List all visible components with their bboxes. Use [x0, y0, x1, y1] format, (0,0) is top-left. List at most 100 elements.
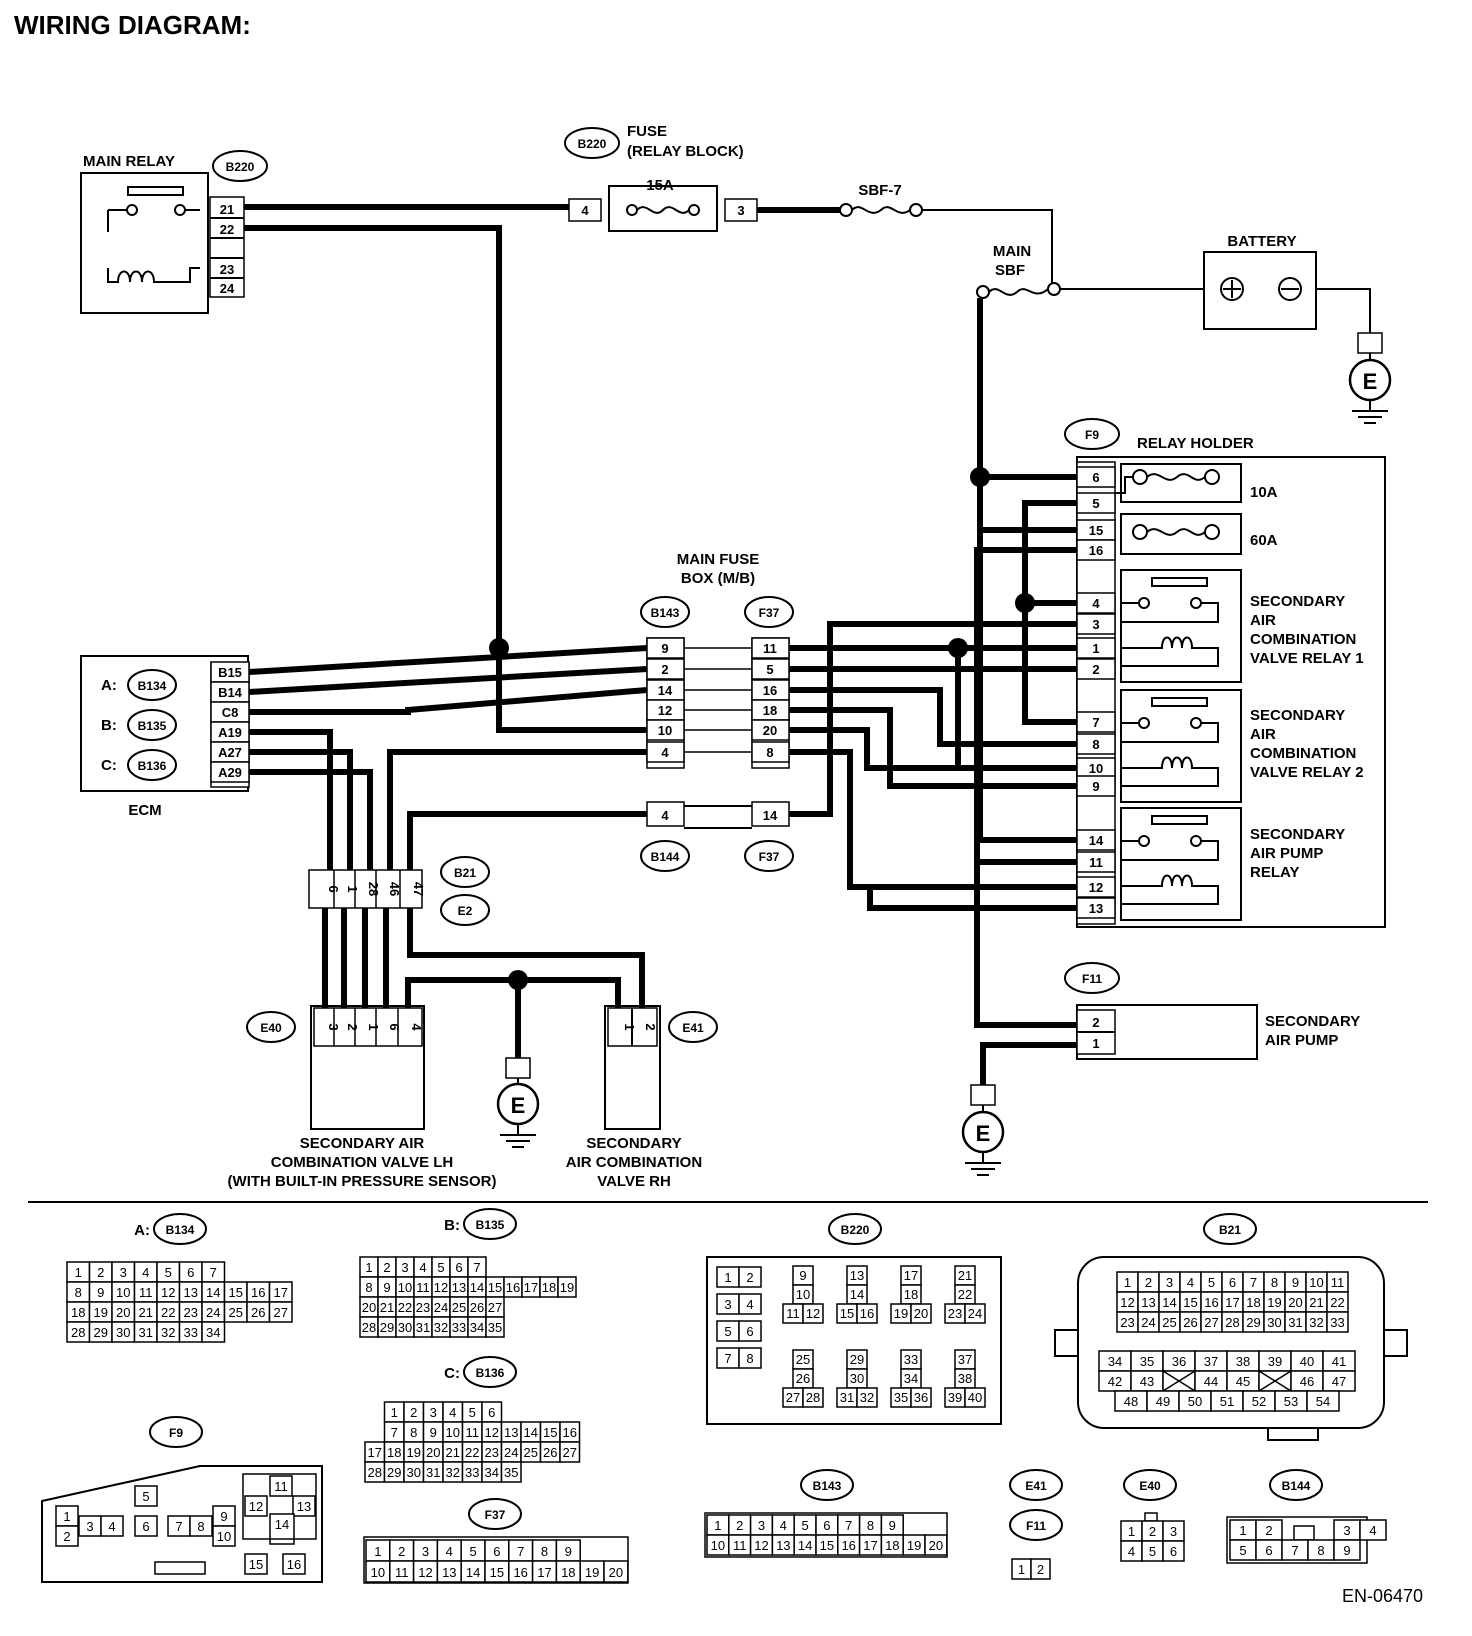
wire-sbf7-mainsbf: [922, 209, 1053, 283]
b135-pin-20: 20: [362, 1300, 376, 1315]
b21-pin-9: 9: [1292, 1275, 1299, 1290]
sbf-7-label: SBF-7: [858, 182, 901, 199]
connector-b144-label: B144: [651, 850, 680, 864]
pin-f9-9: 9: [1092, 779, 1099, 794]
pin-e40-6: 6: [387, 1023, 402, 1030]
pin-f9-5: 5: [1092, 496, 1099, 511]
f37-pin-14: 14: [466, 1565, 480, 1580]
f9-face-pin-11: 11: [274, 1479, 288, 1494]
b135-cell: [557, 1276, 577, 1298]
air-pump-label-line-1: SECONDARY: [1265, 1013, 1360, 1030]
b134-pin-15: 15: [229, 1285, 243, 1300]
pin-ecm-C8: C8: [222, 705, 239, 720]
connector-tag-b144: [640, 840, 690, 872]
b21-pin-43: 43: [1140, 1374, 1154, 1389]
b135-pin-32: 32: [434, 1320, 448, 1335]
ecm-prefix-c: C:: [101, 757, 117, 774]
b134-pin-6: 6: [187, 1265, 194, 1280]
pump-relay-label: SECONDARY AIR PUMP RELAY: [1250, 826, 1345, 881]
b220-pin-35: 35: [894, 1390, 908, 1405]
b135-pin-10: 10: [398, 1280, 412, 1295]
relay2-label-line-4: VALVE RELAY 2: [1250, 764, 1364, 781]
b143-pin-12: 12: [754, 1538, 768, 1553]
b134-pin-29: 29: [94, 1325, 108, 1340]
b134-pin-33: 33: [184, 1325, 198, 1340]
f9-face-pin-3: 3: [86, 1519, 93, 1534]
b134-pin-3: 3: [120, 1265, 127, 1280]
main-fuse-box-lower: 4 14: [646, 801, 790, 829]
b136-pin-16: 16: [563, 1425, 577, 1440]
wire-f11-1-ground: [980, 1042, 1077, 1085]
connector-b143-label: B143: [651, 606, 680, 620]
b220-pin-40: 40: [968, 1390, 982, 1405]
pin-f37-16: 16: [763, 683, 777, 698]
b143-pin-19: 19: [907, 1538, 921, 1553]
b220-pin-5: 5: [724, 1324, 731, 1339]
b135-pin-17: 17: [524, 1280, 538, 1295]
b21-pin-51: 51: [1220, 1394, 1234, 1409]
b220-pin-28: 28: [806, 1390, 820, 1405]
b134-pin-9: 9: [97, 1285, 104, 1300]
b144-pin-2: 2: [1265, 1523, 1272, 1538]
pin-f37-5: 5: [766, 662, 773, 677]
connector-e40-label: E40: [260, 1021, 282, 1035]
b135-pin-1: 1: [365, 1260, 372, 1275]
wire-b144-4: [407, 811, 647, 870]
b220-pin-20: 20: [914, 1306, 928, 1321]
pin-f9-10: 10: [1089, 761, 1103, 776]
holder-relay2: [1120, 689, 1242, 803]
wire-mainsbf-trunk: [977, 298, 1077, 843]
pin-b143-2: 2: [661, 662, 668, 677]
b220-pin-32: 32: [860, 1390, 874, 1405]
b220-pin-26: 26: [796, 1371, 810, 1386]
b134-pin-19: 19: [94, 1305, 108, 1320]
connector-tag-e40: [246, 1011, 296, 1043]
b220-pin-24: 24: [968, 1306, 982, 1321]
f9-face-pin-5: 5: [142, 1489, 149, 1504]
b134-pin-10: 10: [116, 1285, 130, 1300]
b144-pin-5: 5: [1239, 1543, 1246, 1558]
b220-pin-25: 25: [796, 1352, 810, 1367]
main-fuse-box-label-1: MAIN FUSE: [677, 551, 760, 568]
b136-pin-6: 6: [488, 1405, 495, 1420]
wire-b143-4: [387, 749, 647, 870]
b135-pin-13: 13: [452, 1280, 466, 1295]
connector-tag-b220-fuse: [564, 127, 620, 159]
pin-b143-14: 14: [658, 683, 673, 698]
fuse-10a-label: 10A: [1250, 484, 1278, 501]
face-tag-label-f9: F9: [169, 1426, 183, 1440]
face-tag-b135: [463, 1208, 517, 1240]
relay2-label: SECONDARY AIR COMBINATION VALVE RELAY 2: [1250, 707, 1364, 781]
relay2-label-line-1: SECONDARY: [1250, 707, 1345, 724]
b220-pin-29: 29: [850, 1352, 864, 1367]
b135-pin-23: 23: [416, 1300, 430, 1315]
b134-pin-11: 11: [139, 1285, 153, 1300]
f37-pin-9: 9: [565, 1544, 572, 1559]
pin-b220-24: 24: [220, 281, 235, 296]
connector-b21-label: B21: [454, 866, 476, 880]
pin-fuse-4: 4: [581, 203, 589, 218]
b136-pin-21: 21: [446, 1445, 460, 1460]
b143-pin-14: 14: [798, 1538, 812, 1553]
b135-pin-4: 4: [419, 1260, 426, 1275]
e40-pin-1: 1: [1128, 1524, 1135, 1539]
pin-ecm-B15: B15: [218, 665, 242, 680]
b135-pin-22: 22: [398, 1300, 412, 1315]
b134-pin-28: 28: [71, 1325, 85, 1340]
b135-pin-9: 9: [383, 1280, 390, 1295]
wire-e40-4-ground: [405, 977, 521, 1058]
face-tag-b220: [828, 1213, 882, 1245]
valve-rh-label-3: VALVE RH: [597, 1173, 671, 1190]
b135-pin-21: 21: [380, 1300, 394, 1315]
pump-relay-label-line-3: RELAY: [1250, 864, 1299, 881]
pin-f9-1: 1: [1092, 641, 1099, 656]
pump-relay-label-line-1: SECONDARY: [1250, 826, 1345, 843]
b220-pin-9: 9: [799, 1268, 806, 1283]
connector-f37-label: F37: [759, 606, 780, 620]
b21-pin-48: 48: [1124, 1394, 1138, 1409]
b136-pin-17: 17: [368, 1445, 382, 1460]
